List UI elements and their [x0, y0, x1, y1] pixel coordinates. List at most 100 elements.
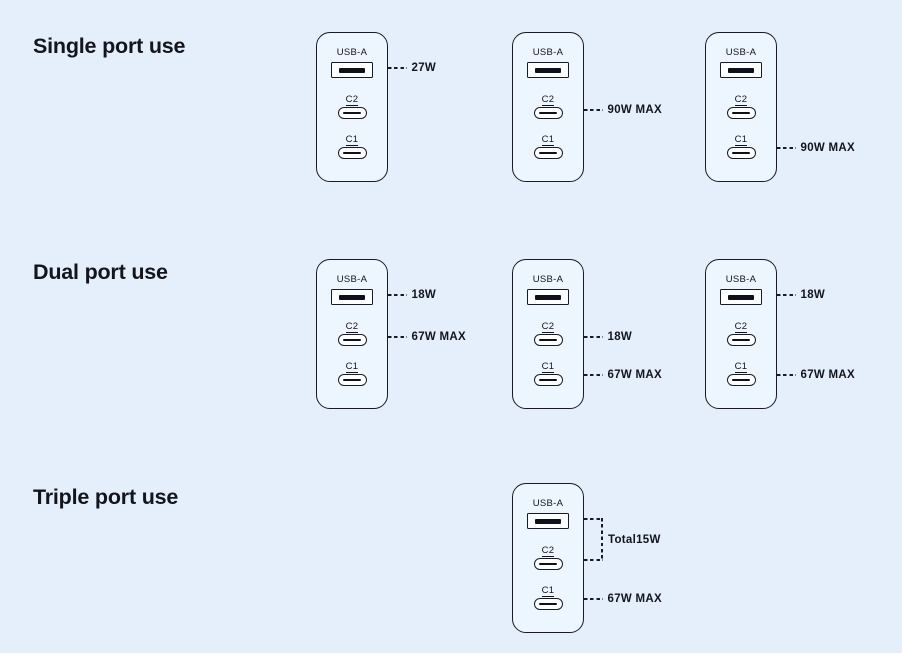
c1-port-label: C1 — [541, 134, 555, 146]
usb-c-pin-bar — [539, 111, 557, 115]
usb-c-pin-bar — [343, 151, 361, 155]
c2-port-label: C2 — [734, 321, 748, 333]
usb-c-port-c2 — [533, 558, 563, 570]
dashed-connector — [388, 67, 407, 69]
c1-port-label: C1 — [734, 361, 748, 373]
usb-c-pin-bar — [732, 111, 750, 115]
annotation-usb-a: 27W — [388, 60, 436, 76]
c2-port-label: C2 — [734, 94, 748, 106]
charger-body: USB-A C2 C1 — [512, 32, 584, 182]
charger-body: USB-A C2 C1 — [705, 32, 777, 182]
bracket-top-connector — [584, 518, 603, 520]
c1-port-label: C1 — [345, 361, 359, 373]
charger-body: USB-A C2 C1 — [316, 259, 388, 409]
power-label: 67W MAX — [800, 369, 855, 381]
power-label: 27W — [411, 62, 437, 74]
charger-body: USB-A C2 C1 — [316, 32, 388, 182]
usb-c-port-c1 — [337, 147, 367, 159]
usb-a-port-label: USB-A — [532, 47, 564, 58]
usb-c-port-c2 — [337, 334, 367, 346]
dashed-connector — [777, 147, 796, 149]
usb-a-port — [720, 62, 762, 78]
usb-a-port-label: USB-A — [725, 274, 757, 285]
bracket-bottom-connector — [584, 559, 603, 561]
usb-c-pin-bar — [343, 111, 361, 115]
usb-c-pin-bar — [539, 562, 557, 566]
dashed-connector — [388, 336, 407, 338]
section-title-dual-port: Dual port use — [33, 260, 168, 284]
power-label: 67W MAX — [411, 331, 466, 343]
dashed-connector — [777, 374, 796, 376]
annotation-usb-a: 18W — [777, 287, 825, 303]
usb-a-port — [331, 62, 373, 78]
usb-c-pin-bar — [539, 151, 557, 155]
section-title-single-port: Single port use — [33, 34, 186, 58]
power-label: 18W — [607, 331, 633, 343]
usb-a-pin-bar — [339, 294, 365, 300]
dashed-connector — [584, 109, 603, 111]
usb-c-port-c2 — [726, 334, 756, 346]
usb-c-pin-bar — [539, 338, 557, 342]
usb-c-pin-bar — [732, 151, 750, 155]
usb-a-port-label: USB-A — [336, 274, 368, 285]
usb-a-port — [527, 289, 569, 305]
power-label: 67W MAX — [607, 369, 662, 381]
c1-port-label: C1 — [541, 361, 555, 373]
annotation-usb-a: 18W — [388, 287, 436, 303]
usb-c-pin-bar — [539, 378, 557, 382]
c1-port-label: C1 — [734, 134, 748, 146]
usb-a-port-label: USB-A — [532, 498, 564, 509]
c1-port-label: C1 — [541, 585, 555, 597]
usb-a-port — [331, 289, 373, 305]
dashed-connector — [777, 294, 796, 296]
power-label: 18W — [800, 289, 826, 301]
dashed-connector — [584, 374, 603, 376]
usb-c-port-c1 — [533, 598, 563, 610]
usb-a-port — [527, 513, 569, 529]
usb-a-port — [720, 289, 762, 305]
charger-body: USB-A C2 C1 — [512, 483, 584, 633]
usb-a-pin-bar — [535, 518, 561, 524]
c1-port-label: C1 — [345, 134, 359, 146]
usb-c-port-c1 — [533, 374, 563, 386]
usb-a-port-label: USB-A — [336, 47, 368, 58]
charger-body: USB-A C2 C1 — [512, 259, 584, 409]
usb-c-pin-bar — [732, 378, 750, 382]
c2-port-label: C2 — [345, 94, 359, 106]
power-label: 90W MAX — [800, 142, 855, 154]
usb-c-pin-bar — [732, 338, 750, 342]
dashed-connector — [388, 294, 407, 296]
annotation-c1: 90W MAX — [777, 140, 855, 156]
usb-c-pin-bar — [539, 602, 557, 606]
usb-c-pin-bar — [343, 338, 361, 342]
dashed-connector — [584, 336, 603, 338]
usb-c-port-c2 — [726, 107, 756, 119]
power-label-total: Total15W — [608, 534, 661, 546]
c2-port-label: C2 — [541, 321, 555, 333]
usb-c-port-c1 — [337, 374, 367, 386]
usb-a-port-label: USB-A — [725, 47, 757, 58]
usb-a-port-label: USB-A — [532, 274, 564, 285]
power-label: 67W MAX — [607, 593, 662, 605]
usb-c-port-c1 — [533, 147, 563, 159]
c2-port-label: C2 — [541, 94, 555, 106]
dashed-connector — [584, 598, 603, 600]
annotation-c1: 67W MAX — [584, 367, 662, 383]
usb-c-pin-bar — [343, 378, 361, 382]
usb-c-port-c1 — [726, 147, 756, 159]
power-label: 18W — [411, 289, 437, 301]
annotation-c1: 67W MAX — [777, 367, 855, 383]
usb-c-port-c1 — [726, 374, 756, 386]
bracket-vertical-connector — [601, 518, 603, 561]
usb-a-pin-bar — [728, 294, 754, 300]
annotation-c1: 67W MAX — [584, 591, 662, 607]
usb-c-port-c2 — [533, 334, 563, 346]
c2-port-label: C2 — [345, 321, 359, 333]
annotation-c2: 90W MAX — [584, 102, 662, 118]
usb-c-port-c2 — [337, 107, 367, 119]
usb-a-pin-bar — [535, 67, 561, 73]
usb-a-pin-bar — [339, 67, 365, 73]
annotation-c2: 67W MAX — [388, 329, 466, 345]
usb-c-port-c2 — [533, 107, 563, 119]
usb-a-pin-bar — [535, 294, 561, 300]
